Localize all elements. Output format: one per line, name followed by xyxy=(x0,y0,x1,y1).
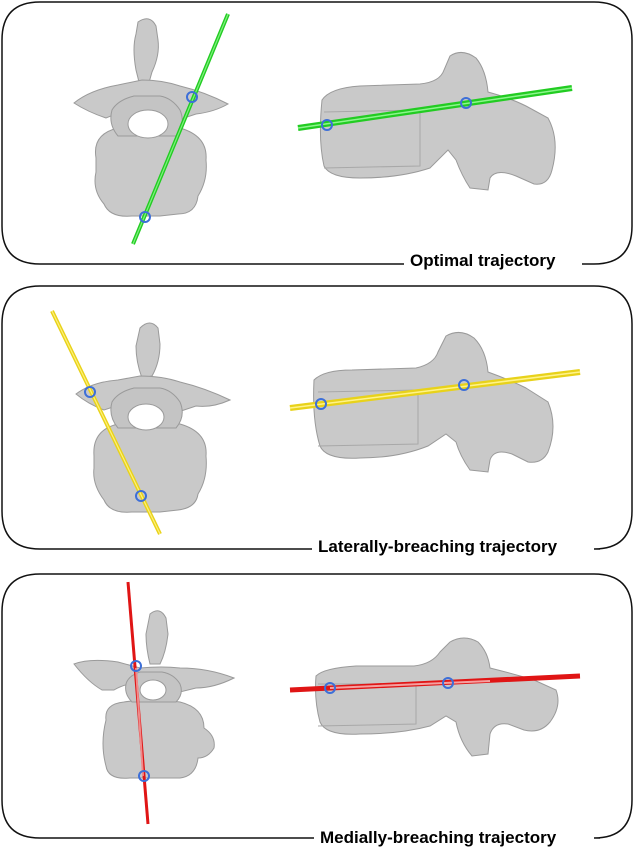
vertebra-axial-view xyxy=(74,611,234,778)
panel-optimal: Optimal trajectory xyxy=(0,0,634,272)
caption-optimal: Optimal trajectory xyxy=(404,251,562,271)
panel-lateral-breach: Laterally-breaching trajectory xyxy=(0,284,634,560)
caption-medial-breach: Medially-breaching trajectory xyxy=(314,828,562,848)
panel-optimal-figure xyxy=(0,0,634,272)
vertebra-axial-view xyxy=(74,19,228,216)
vertebra-axial-view xyxy=(76,323,230,512)
panel-lateral-figure xyxy=(0,284,634,560)
vertebra-lateral-view xyxy=(316,638,559,756)
panel-medial-breach: Medially-breaching trajectory xyxy=(0,572,634,850)
caption-lateral-breach: Laterally-breaching trajectory xyxy=(312,537,563,557)
panel-medial-figure xyxy=(0,572,634,850)
